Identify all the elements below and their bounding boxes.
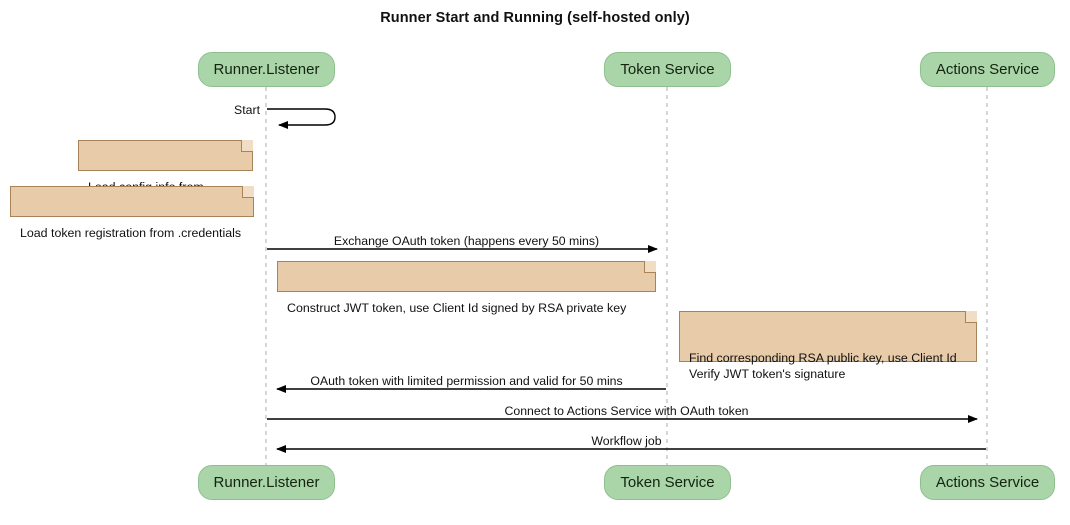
note-verify-jwt: Find corresponding RSA public key, use C… (679, 311, 977, 381)
participant-label: Actions Service (935, 61, 1040, 78)
message-label-exchange-oauth: Exchange OAuth token (happens every 50 m… (333, 234, 600, 248)
note-construct-jwt: Construct JWT token, use Client Id signe… (277, 261, 656, 315)
participant-runner-listener-bottom[interactable]: Runner.Listener (198, 465, 335, 500)
participant-actions-service-bottom[interactable]: Actions Service (920, 465, 1055, 500)
participant-label: Actions Service (935, 474, 1040, 491)
note-text: Load token registration from .credential… (20, 226, 242, 240)
note-fold-corner-icon (965, 311, 977, 323)
page-title: Runner Start and Running (self-hosted on… (380, 10, 690, 26)
participant-label: Runner.Listener (213, 61, 320, 78)
note-fold-corner-icon (242, 186, 254, 198)
note-load-token-registration: Load token registration from .credential… (10, 186, 254, 240)
participant-token-service-top[interactable]: Token Service (604, 52, 731, 87)
note-text: Find corresponding RSA public key, use C… (689, 351, 957, 381)
note-text: Construct JWT token, use Client Id signe… (287, 301, 627, 315)
note-fold-corner-icon (644, 261, 656, 273)
message-start-self-loop (267, 108, 336, 129)
message-label-oauth-token-return: OAuth token with limited permission and … (310, 374, 623, 388)
participant-label: Runner.Listener (213, 474, 320, 491)
message-label-workflow-job: Workflow job (591, 434, 662, 448)
participant-token-service-bottom[interactable]: Token Service (604, 465, 731, 500)
participant-label: Token Service (620, 474, 715, 491)
note-fold-corner-icon (241, 140, 253, 152)
note-load-config: Load config info from .runner (78, 140, 253, 210)
participant-runner-listener-top[interactable]: Runner.Listener (198, 52, 335, 87)
message-label-start: Start (234, 103, 260, 117)
message-label-connect-actions: Connect to Actions Service with OAuth to… (504, 404, 749, 418)
participant-actions-service-top[interactable]: Actions Service (920, 52, 1055, 87)
participant-label: Token Service (620, 61, 715, 78)
